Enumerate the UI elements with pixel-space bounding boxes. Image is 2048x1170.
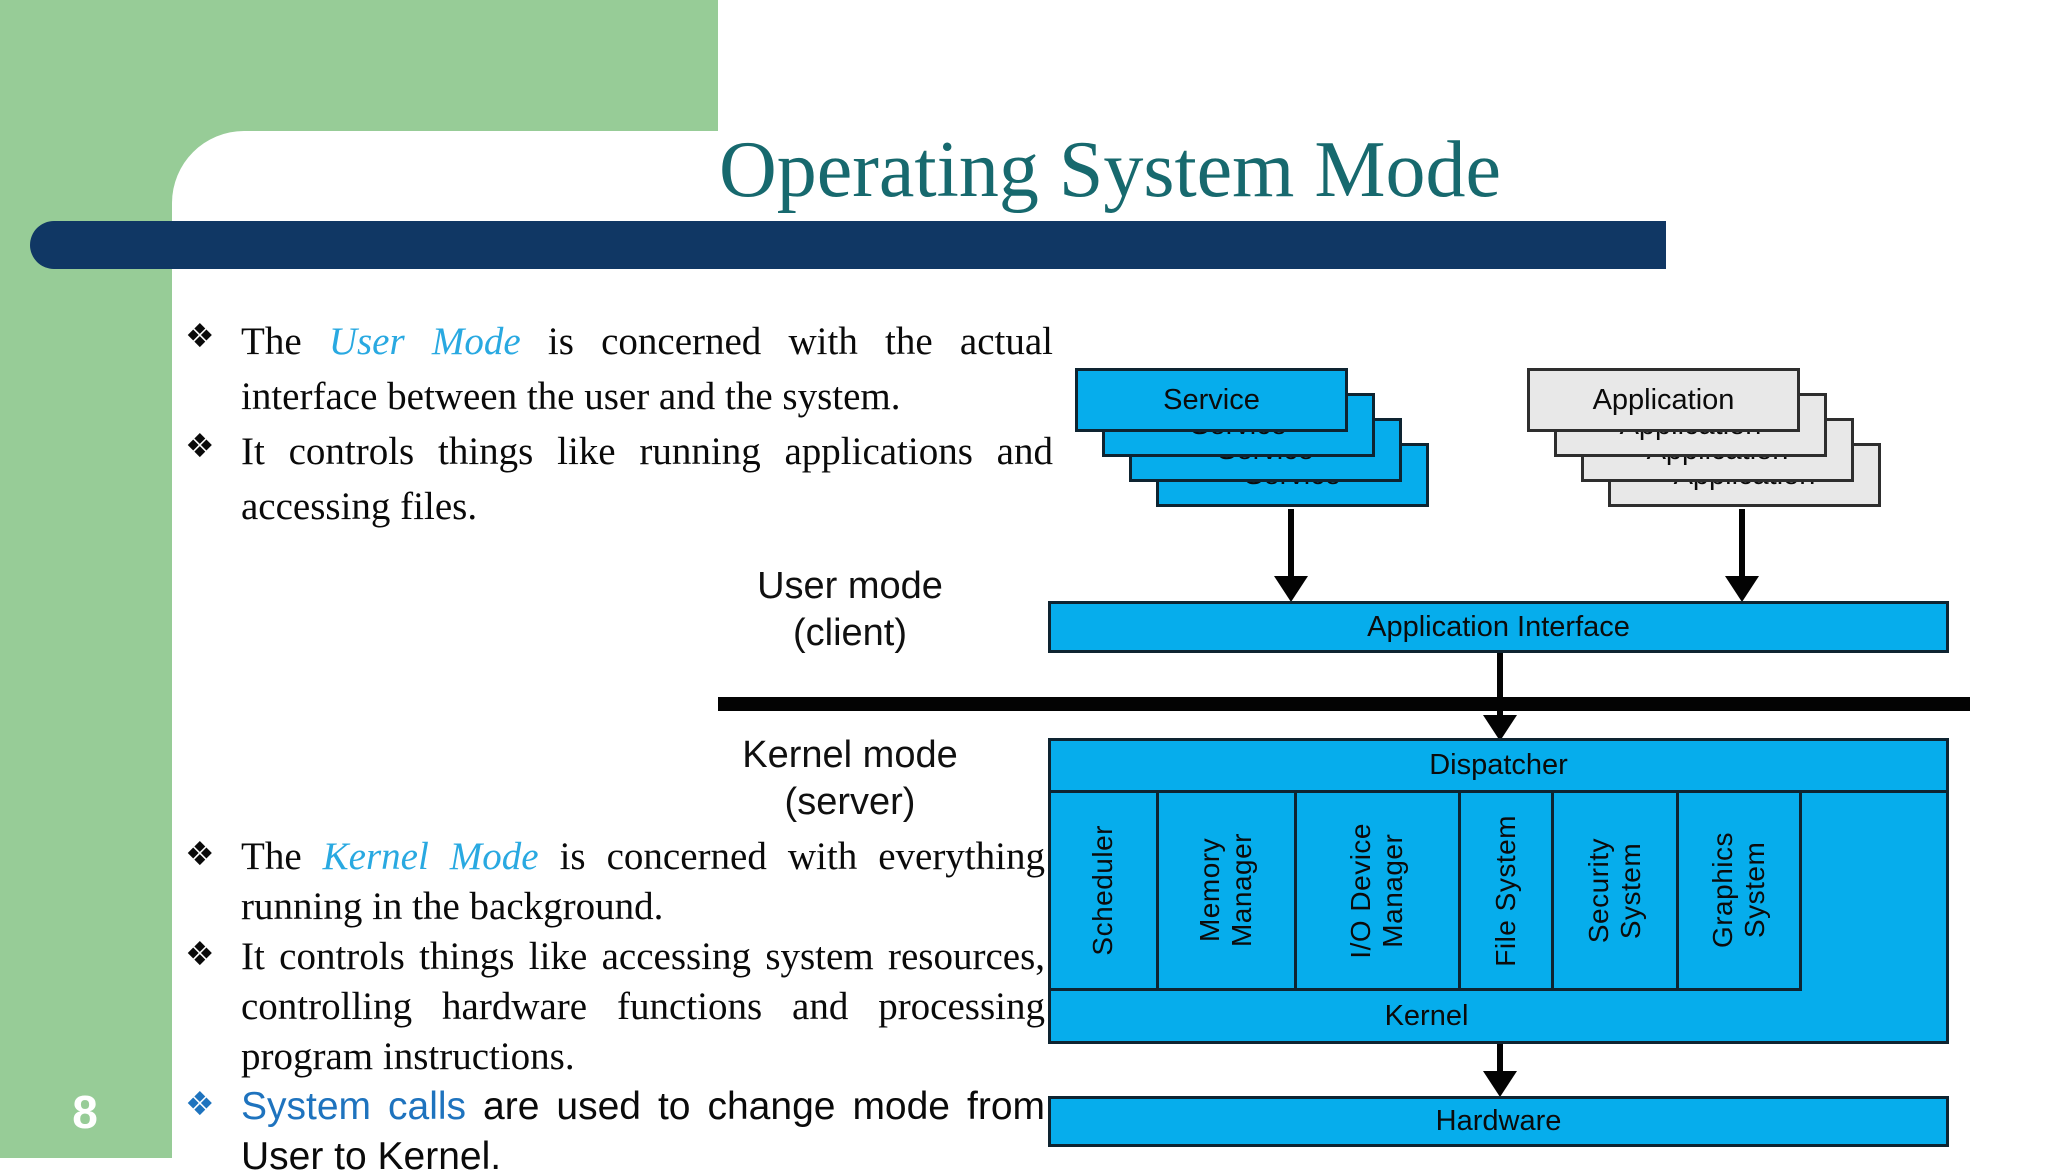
- application-box-label: Application: [1592, 383, 1735, 416]
- green-accent-sidebar: [0, 0, 172, 1158]
- column-separator: [1799, 793, 1802, 988]
- bullet-diamond-icon: ❖: [185, 316, 215, 355]
- bullet-diamond-icon: ❖: [185, 934, 215, 973]
- service-box: Service: [1075, 368, 1348, 432]
- column-separator: [1458, 793, 1461, 988]
- arrow-down-icon: [1483, 1044, 1517, 1097]
- bullet-text: It controls things like accessing system…: [241, 935, 1045, 1078]
- dispatcher-label: Dispatcher: [1429, 749, 1568, 781]
- hardware-box: Hardware: [1048, 1096, 1949, 1147]
- page-title: Operating System Mode: [718, 126, 1502, 214]
- dispatcher-underline: [1051, 790, 1946, 793]
- column-separator: [1551, 793, 1554, 988]
- kernel-row: Kernel: [1051, 991, 1802, 1041]
- service-box-label: Service: [1163, 383, 1260, 416]
- page-number: 8: [72, 1086, 98, 1138]
- mode-divider-line: [718, 697, 1970, 711]
- kernel-mode-label: Kernel mode (server): [742, 734, 958, 823]
- bullet-item: ❖ System calls are used to change mode f…: [185, 1082, 1045, 1170]
- bullet-item: ❖ It controls things like accessing syst…: [185, 932, 1045, 1082]
- user-mode-label: User mode (client): [757, 565, 943, 654]
- column-file-system: File System: [1489, 814, 1521, 967]
- bullet-item: ❖ The User Mode is concerned with the ac…: [185, 314, 1053, 424]
- hardware-label: Hardware: [1435, 1105, 1562, 1137]
- bullet-diamond-icon: ❖: [185, 426, 215, 465]
- service-stack: Service Service Service Service: [1075, 368, 1435, 513]
- bullet-text: System calls are used to change mode fro…: [241, 1085, 1045, 1170]
- bullet-text: The User Mode is concerned with the actu…: [241, 320, 1053, 418]
- arrow-down-icon: [1483, 653, 1517, 741]
- arrow-down-icon: [1274, 509, 1308, 602]
- kernel-label: Kernel: [1384, 999, 1469, 1032]
- bullet-item: ❖ It controls things like running applic…: [185, 424, 1053, 534]
- kernel-mode-bullet-list: ❖ The Kernel Mode is concerned with ever…: [185, 832, 1045, 1170]
- column-separator: [1156, 793, 1159, 988]
- dispatcher-row: Dispatcher: [1051, 741, 1946, 790]
- column-scheduler: Scheduler: [1087, 825, 1119, 956]
- column-memory-manager: Memory Manager: [1194, 833, 1258, 948]
- kernel-underline: [1051, 988, 1802, 991]
- application-interface-box: Application Interface: [1048, 601, 1949, 653]
- column-graphics-system: Graphics System: [1706, 832, 1770, 949]
- arrow-down-icon: [1725, 509, 1759, 602]
- application-interface-label: Application Interface: [1367, 610, 1630, 643]
- column-separator: [1294, 793, 1297, 988]
- application-stack: Application Application Application Appl…: [1527, 368, 1887, 513]
- bullet-diamond-icon: ❖: [185, 834, 215, 873]
- bullet-text: It controls things like running applicat…: [241, 430, 1053, 528]
- column-io-device-manager: I/O Device Manager: [1345, 822, 1409, 959]
- column-separator: [1676, 793, 1679, 988]
- bullet-text: The Kernel Mode is concerned with everyt…: [241, 835, 1045, 928]
- kernel-box: Dispatcher Scheduler Memory Manager I/O …: [1048, 738, 1949, 1044]
- user-mode-bullet-list: ❖ The User Mode is concerned with the ac…: [185, 314, 1053, 534]
- bullet-diamond-icon: ❖: [185, 1084, 215, 1123]
- bullet-item: ❖ The Kernel Mode is concerned with ever…: [185, 832, 1045, 932]
- navy-divider-bar: [30, 221, 1666, 269]
- column-security-system: Security System: [1582, 837, 1646, 944]
- application-box: Application: [1527, 368, 1800, 432]
